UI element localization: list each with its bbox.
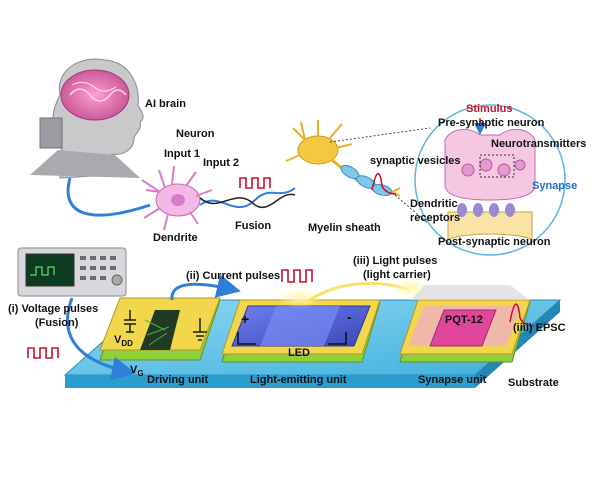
fusion-wire <box>199 187 296 209</box>
label-synapse-unit: Synapse unit <box>418 374 487 386</box>
function-generator[interactable] <box>17 247 127 297</box>
label-substrate: Substrate <box>508 377 559 389</box>
dendrite-neuron <box>141 165 213 231</box>
brain-cable <box>66 177 151 217</box>
label-voltage-fusion: (Fusion) <box>35 317 79 329</box>
label-neuron: Neuron <box>176 128 215 140</box>
synapse-unit <box>399 285 531 363</box>
label-fusion: Fusion <box>235 220 272 232</box>
label-light-pulses: (iii) Light pulses <box>353 255 438 267</box>
substrate-front <box>65 375 475 388</box>
label-led: LED <box>288 347 310 359</box>
label-synaptic-vesicles: synaptic vesicles <box>370 155 461 167</box>
vesicles-pulse-icon <box>371 173 397 195</box>
synapse-zoom <box>414 104 566 256</box>
label-vdd: VDD <box>114 334 133 349</box>
driving-unit <box>99 297 221 361</box>
label-led-minus: - <box>347 309 352 325</box>
label-current-pulses: (ii) Current pulses <box>186 270 281 282</box>
label-pre-synaptic-neuron: Pre-synaptic neuron <box>438 117 545 129</box>
label-stimulus: Stimulus <box>466 103 513 115</box>
fusion-pulse-icon <box>239 177 271 189</box>
current-arrow <box>170 274 241 301</box>
light-emitting-unit <box>221 288 381 363</box>
label-input1: Input 1 <box>164 148 201 160</box>
label-light-emitting-unit: Light-emitting unit <box>250 374 347 386</box>
label-vg: VG <box>130 364 144 379</box>
label-ai-brain: AI brain <box>145 98 186 110</box>
current-pulse-icon <box>281 269 313 283</box>
label-dendritic: Dendritic <box>410 198 458 210</box>
label-receptors: receptors <box>410 212 461 224</box>
label-post-synaptic-neuron: Post-synaptic neuron <box>438 236 551 248</box>
label-neurotransmitters: Neurotransmitters <box>491 138 587 150</box>
label-synapse: Synapse <box>532 180 578 192</box>
zoom-line-top <box>329 127 431 143</box>
label-voltage-pulses: (i) Voltage pulses <box>8 303 99 315</box>
label-led-plus: + <box>241 311 250 327</box>
label-myelin-sheath: Myelin sheath <box>308 222 381 234</box>
ai-brain-head <box>30 58 144 179</box>
label-input2: Input 2 <box>203 157 240 169</box>
label-driving-unit: Driving unit <box>147 374 209 386</box>
label-epsc: (iiii) EPSC <box>513 322 566 334</box>
voltage-arrow <box>66 297 136 381</box>
label-pqt12: PQT-12 <box>445 314 483 326</box>
voltage-pulse-icon <box>27 347 59 359</box>
epsc-pulse-icon <box>509 303 535 327</box>
neuron-with-axon <box>285 120 401 197</box>
label-light-carrier: (light carrier) <box>363 269 431 281</box>
label-dendrite: Dendrite <box>153 232 198 244</box>
